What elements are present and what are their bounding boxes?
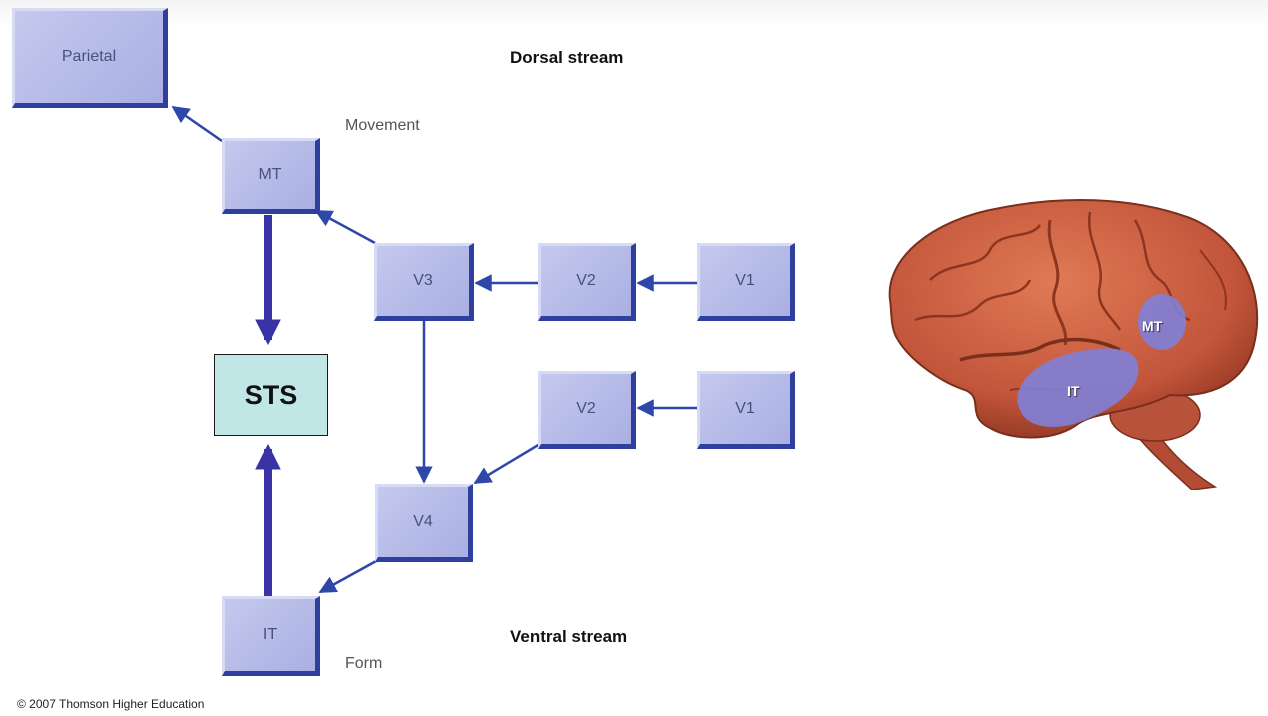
box-sts-label: STS xyxy=(244,379,298,410)
box-v1-ventral: V1 xyxy=(697,371,795,449)
brain-mt-label: MT xyxy=(1142,318,1163,334)
box-v1-dorsal: V1 xyxy=(697,243,795,321)
box-v4-label: V4 xyxy=(413,513,433,530)
brain-it-label: IT xyxy=(1067,383,1080,399)
box-v2-dorsal: V2 xyxy=(538,243,636,321)
box-parietal: Parietal xyxy=(12,8,168,108)
box-sts: STS xyxy=(214,354,328,436)
copyright-notice: © 2007 Thomson Higher Education xyxy=(17,697,205,711)
box-it: IT xyxy=(222,596,320,676)
box-v4: V4 xyxy=(375,484,473,562)
box-v2-dorsal-label: V2 xyxy=(576,272,596,289)
arrow-v2-v4 xyxy=(473,442,541,485)
form-label: Form xyxy=(345,655,383,672)
ventral-stream-label: Ventral stream xyxy=(510,627,628,646)
mt-region xyxy=(1138,294,1186,350)
it-region xyxy=(1017,348,1139,428)
box-v1-ventral-label: V1 xyxy=(735,400,755,417)
arrow-mt-parietal xyxy=(171,105,223,143)
box-v1-dorsal-label: V1 xyxy=(735,272,755,289)
box-parietal-label: Parietal xyxy=(61,48,117,65)
box-v2-ventral-label: V2 xyxy=(576,400,596,417)
arrow-v4-it xyxy=(318,558,379,594)
box-v2-ventral: V2 xyxy=(538,371,636,449)
dorsal-stream-label: Dorsal stream xyxy=(510,48,624,67)
box-v3: V3 xyxy=(374,243,474,321)
box-mt: MT xyxy=(222,138,320,214)
brain-illustration xyxy=(888,198,1259,490)
arrow-v3-mt xyxy=(314,209,376,245)
box-it-label: IT xyxy=(262,626,278,643)
box-v3-label: V3 xyxy=(413,272,433,289)
movement-label: Movement xyxy=(345,117,420,134)
box-mt-label: MT xyxy=(258,166,282,183)
